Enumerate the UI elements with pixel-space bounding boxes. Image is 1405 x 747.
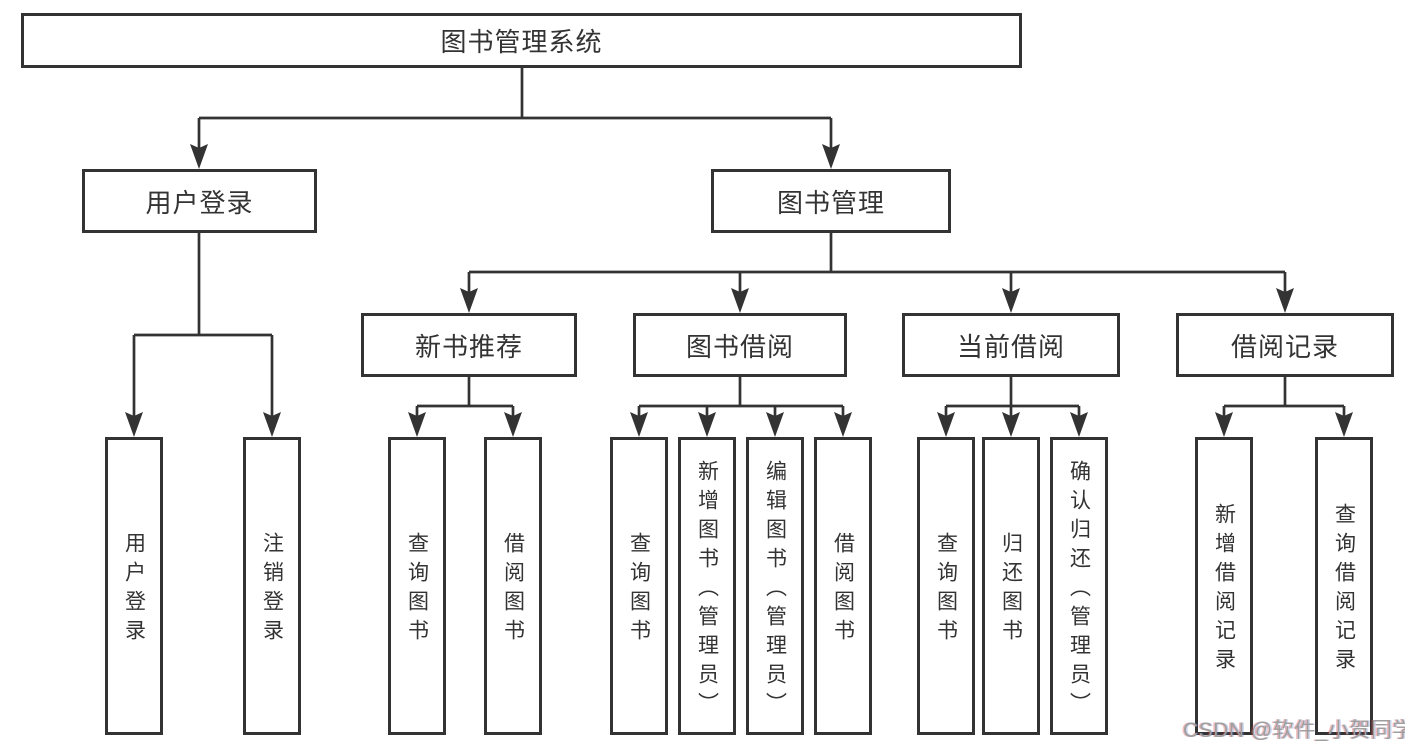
node-leaf-query-books-3: 查询图书 (917, 437, 975, 735)
node-leaf-borrow-books-2-label: 借阅图书 (831, 532, 855, 648)
node-current-borrowing: 当前借阅 (902, 313, 1120, 377)
node-current-borrowing-label: 当前借阅 (956, 331, 1065, 362)
arrowhead-icon (1335, 412, 1353, 437)
branch-records-to-leaves (1215, 377, 1353, 437)
csdn-watermark: CSDN @软件_小贺同学 (1183, 719, 1405, 742)
arrowhead-icon (125, 412, 143, 437)
node-leaf-query-books-1-label: 查询图书 (405, 532, 429, 648)
node-leaf-borrow-books-1: 借阅图书 (484, 437, 542, 735)
node-leaf-query-books-2: 查询图书 (610, 437, 668, 735)
node-leaf-return-books: 归还图书 (982, 437, 1040, 735)
arrowhead-icon (834, 412, 852, 437)
arrowhead-icon (190, 144, 208, 169)
node-leaf-add-borrow-record: 新增借阅记录 (1195, 437, 1253, 735)
arrowhead-icon (1070, 412, 1088, 437)
node-leaf-add-borrow-record-label: 新增借阅记录 (1212, 503, 1236, 677)
node-user-login-module: 用户登录 (82, 169, 317, 233)
node-root-system-label: 图书管理系统 (440, 27, 603, 57)
node-leaf-borrow-books-1-label: 借阅图书 (501, 532, 525, 648)
node-leaf-user-login-label: 用户登录 (122, 532, 146, 648)
node-leaf-user-login: 用户登录 (105, 437, 163, 735)
node-leaf-edit-books-admin: 编辑图书（管理员） (746, 437, 804, 735)
node-book-borrowing: 图书借阅 (633, 313, 847, 377)
node-leaf-borrow-books-2: 借阅图书 (814, 437, 872, 735)
node-leaf-query-books-2-label: 查询图书 (627, 532, 651, 648)
node-leaf-query-books-1: 查询图书 (388, 437, 446, 735)
node-leaf-edit-books-admin-label: 编辑图书（管理员） (763, 459, 787, 721)
branch-userlogin-to-leaves (125, 233, 281, 437)
arrowhead-icon (504, 412, 522, 437)
node-leaf-add-books-admin: 新增图书（管理员） (678, 437, 736, 735)
node-leaf-query-borrow-record: 查询借阅记录 (1315, 437, 1373, 735)
node-leaf-confirm-return-admin-label: 确认归还（管理员） (1067, 459, 1091, 721)
arrowhead-icon (937, 412, 955, 437)
node-book-management-module-label: 图书管理 (776, 187, 885, 218)
arrowhead-icon (1002, 412, 1020, 437)
branch-root-to-level1 (190, 68, 840, 169)
arrowhead-icon (460, 288, 478, 313)
node-leaf-return-books-label: 归还图书 (999, 532, 1023, 648)
node-new-book-recommend-label: 新书推荐 (414, 331, 523, 362)
arrowhead-icon (263, 412, 281, 437)
arrowhead-icon (766, 412, 784, 437)
arrowhead-icon (731, 288, 749, 313)
node-leaf-confirm-return-admin: 确认归还（管理员） (1050, 437, 1108, 735)
arrowhead-icon (698, 412, 716, 437)
branch-current-to-leaves (937, 377, 1088, 437)
arrowhead-icon (1215, 412, 1233, 437)
node-new-book-recommend: 新书推荐 (361, 313, 577, 377)
node-leaf-query-books-3-label: 查询图书 (934, 532, 958, 648)
node-leaf-logout-label: 注销登录 (260, 532, 284, 648)
node-leaf-add-books-admin-label: 新增图书（管理员） (695, 459, 719, 721)
branch-newbooks-to-leaves (408, 377, 522, 437)
node-book-borrowing-label: 图书借阅 (685, 331, 794, 362)
node-user-login-module-label: 用户登录 (145, 187, 254, 218)
node-leaf-query-borrow-record-label: 查询借阅记录 (1332, 503, 1356, 677)
node-root-system: 图书管理系统 (21, 13, 1022, 68)
arrowhead-icon (408, 412, 426, 437)
node-borrowing-records-label: 借阅记录 (1230, 331, 1339, 362)
arrowhead-icon (630, 412, 648, 437)
branch-borrowing-to-leaves (630, 377, 852, 437)
arrowhead-icon (1002, 288, 1020, 313)
node-borrowing-records: 借阅记录 (1176, 313, 1394, 377)
arrowhead-icon (822, 144, 840, 169)
node-leaf-logout: 注销登录 (243, 437, 301, 735)
node-book-management-module: 图书管理 (711, 169, 951, 233)
arrowhead-icon (1276, 288, 1294, 313)
branch-bookmgmt-to-level2 (460, 233, 1294, 313)
